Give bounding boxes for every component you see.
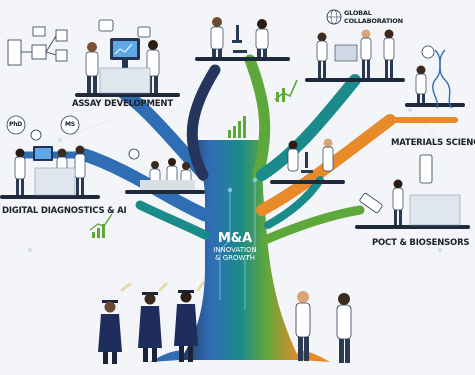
- platform-poct: [355, 225, 470, 229]
- badge-icon: [6, 115, 80, 141]
- badge-ms: MS: [65, 121, 75, 128]
- platform-right-mid: [270, 180, 345, 184]
- growth-chart-icon: [228, 116, 246, 138]
- scientist-figure: [383, 29, 395, 78]
- growth-chart-icon: [89, 213, 113, 238]
- branch-label-materials-science: MATERIALS SCIENCE: [391, 138, 475, 148]
- diploma-icon: [120, 281, 205, 292]
- scientist-figure: [295, 291, 311, 361]
- test-strip-icon: [359, 154, 433, 214]
- lab-bench: [99, 67, 151, 94]
- network-diagram-icon: [7, 26, 68, 66]
- scientist-figure: [392, 179, 404, 225]
- molecule-icon: [421, 45, 435, 59]
- platform-materials: [405, 103, 465, 107]
- lightbulb-icon: [128, 148, 140, 160]
- speech-bubble-icon: [98, 19, 151, 38]
- badge-phd: PhD: [9, 121, 23, 128]
- meeting-table: [140, 180, 195, 190]
- dna-icon: [432, 49, 453, 109]
- platform-assay: [75, 93, 180, 97]
- scientist-figure: [322, 138, 334, 172]
- scientists: [6, 9, 461, 364]
- platform-middle: [125, 190, 205, 194]
- branch-label-poct-biosensors: POCT & BIOSENSORS: [372, 238, 470, 248]
- graduate-figure: [174, 290, 198, 362]
- scientist-figure: [210, 17, 224, 57]
- monitor-icon: [33, 146, 53, 161]
- monitor-icon: [110, 38, 140, 68]
- center-subtitle-line1: INNOVATION: [213, 246, 257, 254]
- platform-global: [305, 78, 405, 82]
- scientist-figure: [74, 145, 86, 195]
- lab-equipment: [334, 44, 358, 62]
- background-network: [28, 108, 442, 252]
- center-subtitle-line2: & GROWTH: [215, 254, 255, 262]
- scientist-figure: [14, 148, 26, 195]
- branch-label-global: GLOBAL: [344, 9, 372, 17]
- center-title-block: M&A INNOVATION & GROWTH: [190, 231, 280, 263]
- scientist-figure: [287, 140, 299, 172]
- platforms: [0, 57, 470, 229]
- scientist-figure: [415, 65, 427, 103]
- branch-label-collaboration: COLLABORATION: [344, 17, 403, 25]
- scientist-figure: [336, 293, 352, 363]
- lab-bench: [409, 194, 461, 226]
- branch-label-digital-diagnostics: DIGITAL DIAGNOSTICS & AI: [2, 206, 127, 216]
- scientist-figure: [255, 19, 269, 57]
- platform-top: [195, 57, 290, 61]
- growth-chart-icon: [274, 79, 298, 102]
- scientist-figure: [149, 161, 161, 184]
- scientist-figure: [166, 158, 178, 184]
- microscope-icon: [232, 25, 247, 53]
- scientist-figure: [360, 29, 372, 78]
- lab-bench: [34, 167, 76, 196]
- branch-label-assay-development: ASSAY DEVELOPMENT: [72, 99, 173, 109]
- globe-icon: [326, 9, 342, 25]
- scientist-figure: [316, 32, 328, 78]
- platform-digital: [0, 195, 100, 199]
- microscope-icon: [301, 152, 313, 173]
- graduate-figure: [98, 300, 122, 364]
- graduate-figure: [138, 292, 162, 362]
- scientist-figure: [85, 42, 99, 93]
- center-title: M&A: [217, 231, 253, 246]
